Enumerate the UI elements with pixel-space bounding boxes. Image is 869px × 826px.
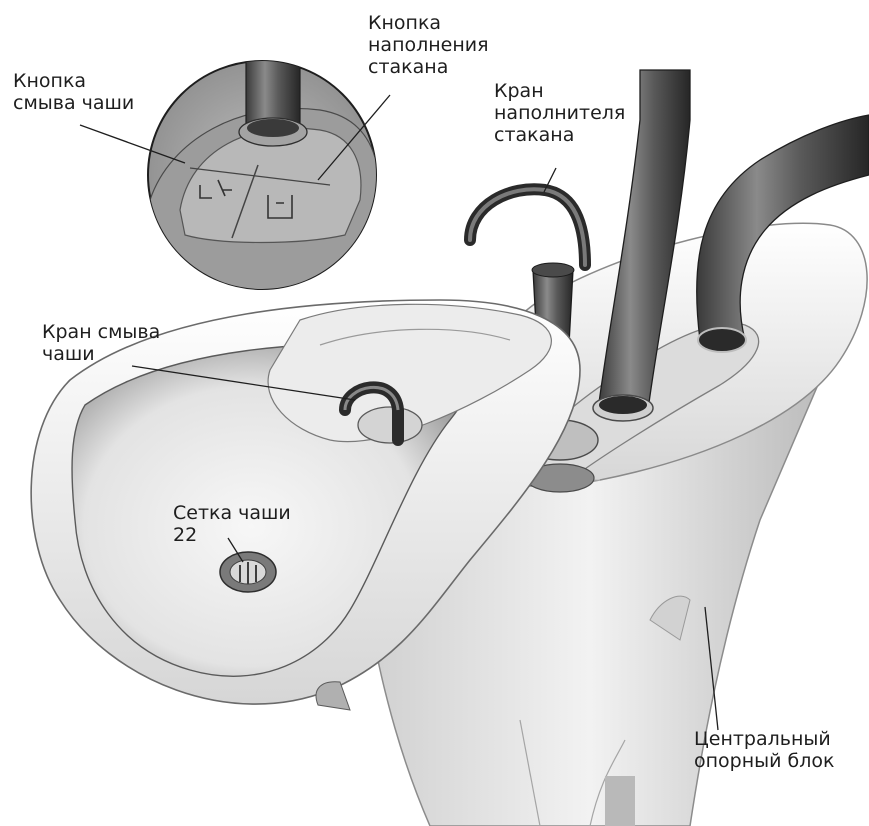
label-central-support-block: Центральный опорный блок xyxy=(694,728,835,772)
button-detail-magnifier xyxy=(148,60,380,300)
label-cup-filler-tap: Кран наполнителя стакана xyxy=(494,80,625,146)
label-cup-fill-button: Кнопка наполнения стакана xyxy=(368,12,489,78)
label-bowl-strainer: Сетка чаши 22 xyxy=(173,502,291,546)
label-bowl-flush-button: Кнопка смыва чаши xyxy=(13,70,134,114)
label-bowl-flush-tap: Кран смыва чаши xyxy=(42,321,160,365)
